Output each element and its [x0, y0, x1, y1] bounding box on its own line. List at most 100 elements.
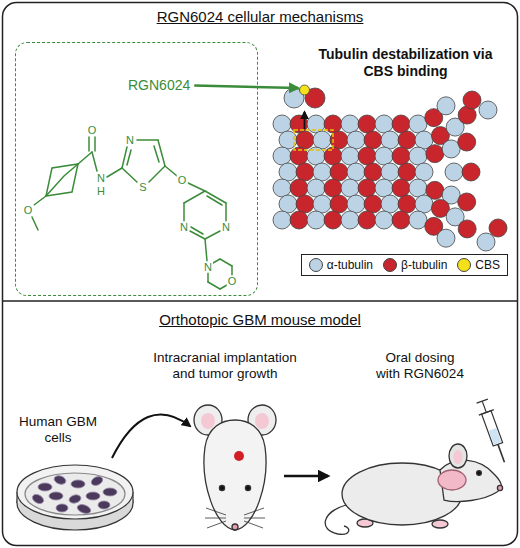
molecule-structure — [32, 137, 232, 289]
petri-dish — [68, 494, 82, 505]
microtubule — [398, 195, 416, 213]
molecule-structure — [220, 259, 232, 266]
microtubule — [296, 195, 314, 213]
microtubule — [313, 131, 331, 149]
microtubule — [313, 163, 331, 181]
legend-item: CBS — [457, 258, 500, 272]
microtubule — [392, 179, 410, 197]
mouse-head — [205, 508, 265, 528]
molecule-structure — [127, 150, 131, 165]
highlight-box — [294, 130, 333, 150]
microtubule — [381, 131, 399, 149]
microtubule — [462, 163, 480, 181]
petri-dish — [56, 504, 68, 512]
mouse-head — [204, 420, 266, 530]
legend-swatch — [309, 258, 323, 272]
atom-symbol: N — [125, 135, 135, 146]
microtubule — [324, 211, 342, 229]
petri-dish — [103, 488, 117, 496]
syringe — [498, 444, 504, 462]
legend-label: β-tubulin — [401, 258, 447, 272]
molecule-structure — [46, 164, 78, 196]
binding-arrow — [194, 86, 298, 88]
molecule-structure — [188, 183, 205, 191]
microtubule — [290, 179, 308, 197]
legend-item: β-tubulin — [383, 258, 447, 272]
microtubule — [279, 195, 297, 213]
molecule-structure — [207, 196, 222, 205]
microtubule — [358, 211, 376, 229]
microtubule — [358, 147, 376, 165]
microtubule — [296, 163, 314, 181]
legend-item: α-tubulin — [309, 258, 373, 272]
microtubule — [330, 195, 348, 213]
molecule-structure — [149, 166, 165, 182]
mouse-head — [207, 521, 226, 528]
mouse-head — [201, 413, 215, 429]
molecule-structure — [205, 239, 207, 261]
microtubule — [463, 91, 481, 109]
mouse-head — [194, 405, 276, 530]
molecule-structure — [190, 231, 205, 239]
microtubule — [341, 115, 359, 133]
microtubule — [409, 147, 427, 165]
microtubule — [358, 115, 376, 133]
mouse-body — [325, 444, 502, 534]
microtubule — [341, 147, 359, 165]
mouse-body — [438, 470, 466, 490]
atom-symbol: O — [227, 276, 238, 287]
microtubule — [341, 211, 359, 229]
molecule-structure — [46, 164, 78, 196]
petri-dish — [17, 465, 133, 519]
legend-label: α-tubulin — [327, 258, 373, 272]
microtubule — [347, 163, 365, 181]
microtubule — [489, 219, 507, 237]
molecule-structure — [92, 152, 97, 171]
petri-dish — [25, 473, 125, 515]
microtubule — [375, 211, 393, 229]
microtubule — [324, 179, 342, 197]
section-title: Orthotopic GBM mouse model — [0, 311, 520, 329]
microtubule — [307, 211, 325, 229]
microtubule — [364, 163, 382, 181]
mouse-head — [205, 518, 226, 519]
molecule-structure — [122, 147, 127, 168]
molecule-structure — [154, 146, 159, 162]
microtubule — [426, 145, 444, 163]
microtubule — [364, 131, 382, 149]
atom-symbol: O — [87, 125, 98, 136]
atom-symbol: N — [203, 262, 213, 273]
atom-symbol: N — [221, 222, 231, 233]
petri-dish — [71, 480, 85, 488]
mouse-head — [244, 518, 265, 519]
microtubule — [415, 195, 433, 213]
petri-dish — [17, 465, 133, 530]
molecule-structure — [231, 266, 233, 275]
legend-label: CBS — [475, 258, 500, 272]
step-caption: Intracranial implantation and tumor grow… — [145, 350, 305, 383]
microtubule — [273, 147, 291, 165]
mouse-head — [232, 524, 238, 530]
mouse-body — [454, 450, 463, 464]
compound-name: RGN6024 — [128, 77, 190, 94]
outer-frame — [3, 3, 518, 546]
petri-dish — [38, 483, 52, 491]
microtubule — [273, 179, 291, 197]
microtubule — [330, 163, 348, 181]
atom-symbol: N — [96, 173, 106, 184]
molecule-structure — [88, 137, 90, 151]
mouse-head — [234, 451, 244, 461]
mouse-body — [449, 444, 467, 468]
legend-box: α-tubulin β-tubulin CBS — [301, 254, 508, 276]
molecule-structure — [165, 166, 177, 176]
microtubule — [458, 193, 476, 211]
mouse-body — [432, 520, 448, 528]
microtubule — [358, 179, 376, 197]
section-title: RGN6024 cellular mechanisms — [0, 8, 520, 26]
petri-dish — [90, 475, 104, 487]
mouse-head — [219, 485, 224, 490]
molecule-structure — [183, 203, 185, 221]
syringe — [489, 428, 502, 445]
molecule-structure — [205, 231, 220, 239]
microtubule — [375, 179, 393, 197]
